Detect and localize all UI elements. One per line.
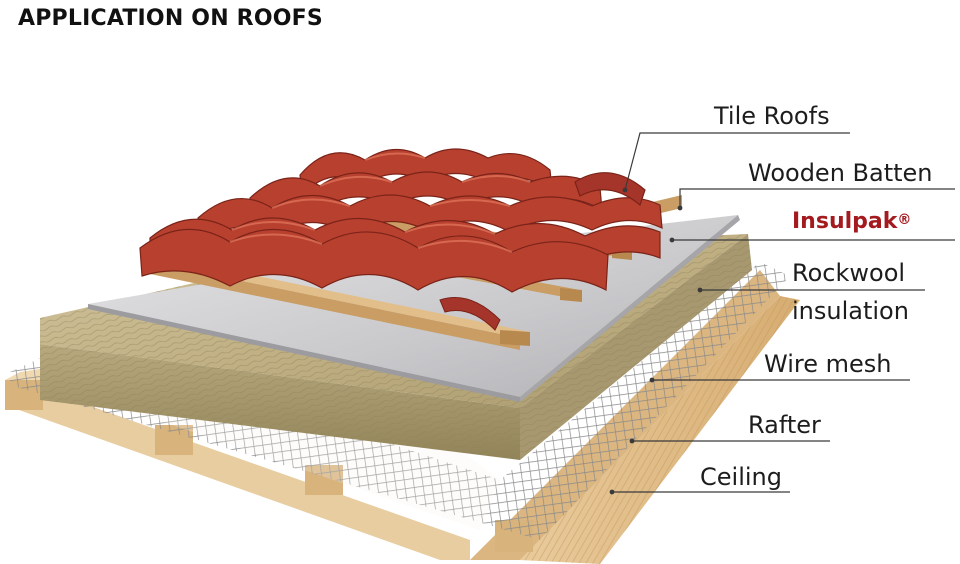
leader-lines bbox=[612, 132, 955, 493]
leader-tile-roofs bbox=[624, 132, 850, 191]
label-rockwool-line2: insulation bbox=[792, 297, 909, 325]
label-rafter: Rafter bbox=[748, 411, 821, 439]
label-rockwool-line1: Rockwool bbox=[792, 259, 906, 287]
label-tile-roofs: Tile Roofs bbox=[714, 102, 830, 130]
registered-mark: ® bbox=[897, 212, 912, 228]
label-insulpak: Insulpak® bbox=[792, 207, 911, 237]
clay-tiles bbox=[139, 148, 663, 331]
label-wooden-batten: Wooden Batten bbox=[748, 159, 933, 187]
label-wire-mesh: Wire mesh bbox=[764, 350, 892, 378]
page-title: APPLICATION ON ROOFS bbox=[18, 6, 323, 31]
leader-dots bbox=[609, 187, 703, 495]
insulpak-name: Insulpak bbox=[792, 209, 898, 234]
leader-wooden-batten bbox=[679, 188, 955, 208]
label-ceiling: Ceiling bbox=[700, 463, 782, 491]
